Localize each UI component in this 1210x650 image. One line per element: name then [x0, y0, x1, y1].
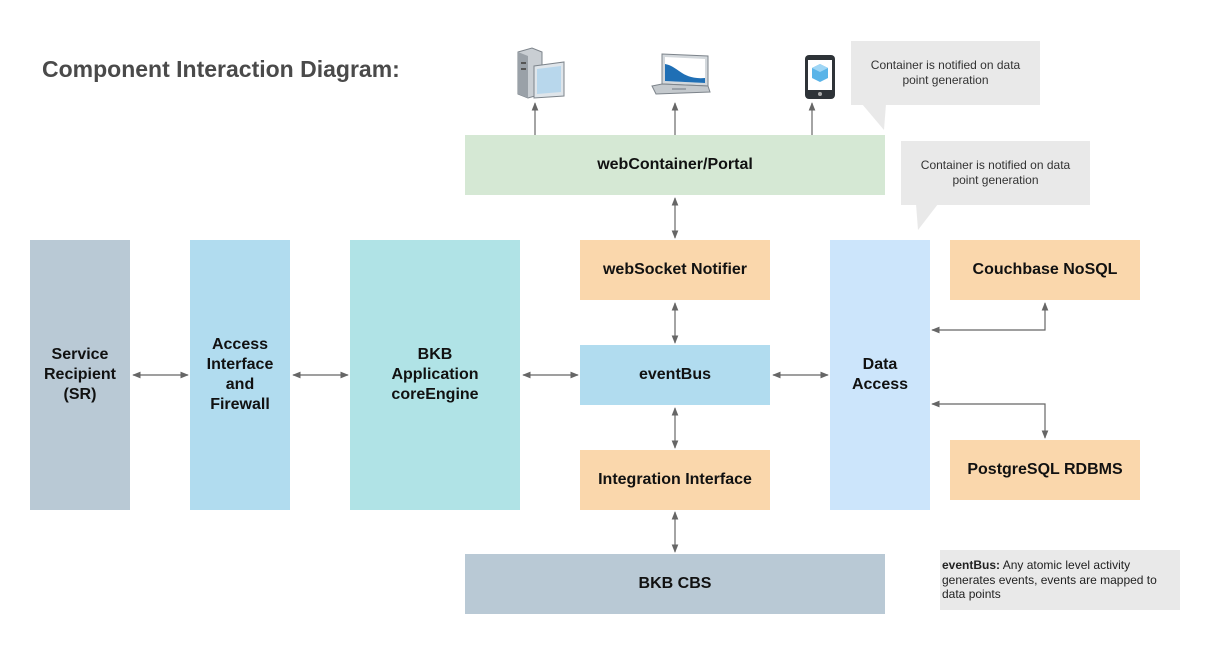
mobile-phone-icon	[805, 55, 835, 99]
data-access-label: Data Access	[851, 356, 909, 393]
core-engine-label: BKB Application coreEngine	[391, 346, 479, 403]
access-interface-label: Access Interface and Firewall	[206, 336, 274, 413]
diagram-title: Component Interaction Diagram:	[42, 56, 400, 82]
couchbase-box: Couchbase NoSQL	[950, 240, 1140, 300]
arrow-dataaccess-postgresql	[931, 400, 1049, 439]
postgresql-label: PostgreSQL RDBMS	[967, 461, 1123, 478]
callout-middle: Container is notified on data point gene…	[901, 141, 1090, 205]
callout-top-text: Container is notified on data point gene…	[870, 58, 1021, 87]
service-recipient-label: Service Recipient (SR)	[43, 346, 116, 403]
callout-middle-text: Container is notified on data point gene…	[920, 158, 1071, 187]
data-access-box: Data Access	[830, 240, 930, 510]
callout-top-pointer	[862, 104, 886, 130]
web-container-box: webContainer/Portal	[465, 135, 885, 195]
access-interface-box: Access Interface and Firewall	[190, 240, 290, 510]
eventbus-note-text: Any atomic level activity generates even…	[942, 558, 1157, 601]
integration-interface-label: Integration Interface	[598, 471, 752, 488]
websocket-notifier-label: webSocket Notifier	[602, 261, 748, 278]
callout-middle-pointer	[916, 204, 938, 230]
websocket-notifier-box: webSocket Notifier	[580, 240, 770, 300]
service-recipient-box: Service Recipient (SR)	[30, 240, 130, 510]
integration-interface-box: Integration Interface	[580, 450, 770, 510]
event-bus-box: eventBus	[580, 345, 770, 405]
couchbase-label: Couchbase NoSQL	[972, 261, 1118, 278]
eventbus-note: eventBus: Any atomic level activity gene…	[940, 550, 1180, 610]
web-container-label: webContainer/Portal	[597, 156, 753, 173]
event-bus-label: eventBus	[638, 366, 712, 383]
eventbus-note-label: eventBus:	[942, 558, 1001, 572]
arrow-dataaccess-couchbase	[931, 302, 1049, 334]
core-engine-box: BKB Application coreEngine	[350, 240, 520, 510]
desktop-computer-icon	[517, 47, 565, 99]
laptop-icon	[651, 53, 711, 95]
callout-top: Container is notified on data point gene…	[851, 41, 1040, 105]
bkb-cbs-label: BKB CBS	[638, 575, 712, 592]
bkb-cbs-box: BKB CBS	[465, 554, 885, 614]
postgresql-box: PostgreSQL RDBMS	[950, 440, 1140, 500]
